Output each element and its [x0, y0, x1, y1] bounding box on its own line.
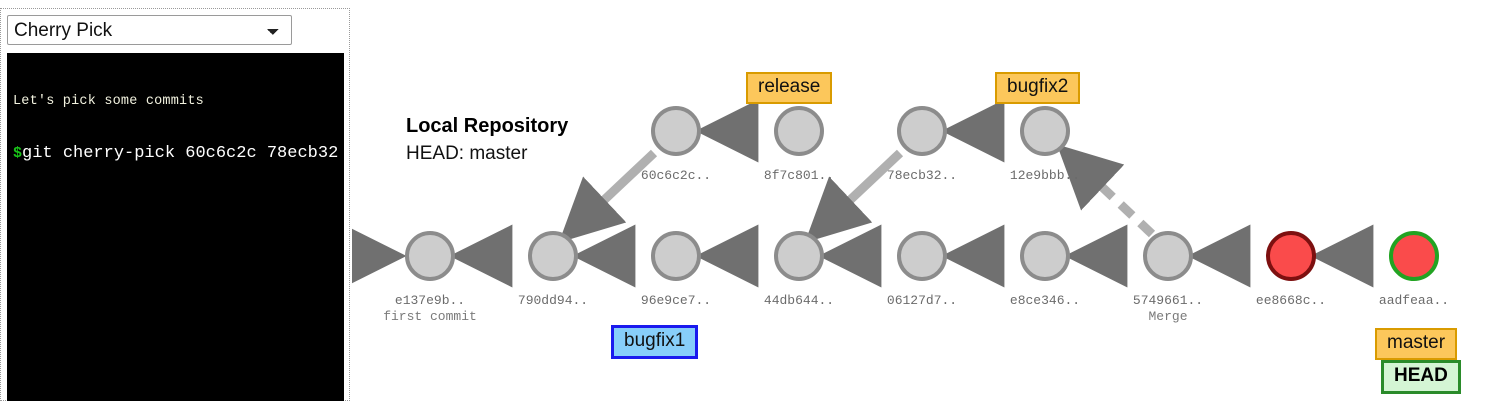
- terminal-command-line: $git cherry-pick 60c6c2c 78ecb32: [13, 144, 340, 164]
- commit-label-e137e9b: e137e9b.. first commit: [355, 293, 505, 326]
- commit-label-78ecb32: 78ecb32..: [847, 168, 997, 184]
- commit-label-aadfeaa: aadfeaa..: [1339, 293, 1487, 309]
- repository-header: Local Repository HEAD: master: [406, 114, 568, 166]
- branch-tag-bugfix1[interactable]: bugfix1: [611, 325, 699, 359]
- terminal-output[interactable]: Let's pick some commits $git cherry-pick…: [7, 53, 344, 401]
- commit-label-e8ce346: e8ce346..: [970, 293, 1120, 309]
- commit-graph: Local Repository HEAD: master e137e9b.. …: [352, 8, 1487, 401]
- commit-label-5749661: 5749661.. Merge: [1093, 293, 1243, 326]
- commit-label-60c6c2c: 60c6c2c..: [601, 168, 751, 184]
- commit-node-e8ce346[interactable]: [1020, 231, 1070, 281]
- branch-tag-release[interactable]: release: [746, 72, 833, 104]
- commit-label-8f7c801: 8f7c801..: [724, 168, 874, 184]
- commit-id: 5749661..: [1132, 293, 1204, 308]
- commit-node-e137e9b[interactable]: [405, 231, 455, 281]
- terminal-prompt: $: [13, 144, 23, 162]
- commit-id: 06127d7..: [886, 293, 958, 308]
- commit-node-96e9ce7[interactable]: [651, 231, 701, 281]
- commit-node-8f7c801[interactable]: [774, 106, 824, 156]
- commit-label-06127d7: 06127d7..: [847, 293, 997, 309]
- commit-id: 12e9bbb..: [1009, 168, 1081, 183]
- commit-label-96e9ce7: 96e9ce7..: [601, 293, 751, 309]
- commit-id: 78ecb32..: [886, 168, 958, 183]
- commit-id: 8f7c801..: [763, 168, 835, 183]
- commit-label-ee8668c: ee8668c..: [1216, 293, 1366, 309]
- commit-id: 44db644..: [763, 293, 835, 308]
- commit-label-790dd94: 790dd94..: [478, 293, 628, 309]
- page-title: Local Repository: [406, 115, 569, 137]
- commit-label-12e9bbb: 12e9bbb..: [970, 168, 1120, 184]
- commit-sublabel: Merge: [1148, 309, 1188, 325]
- terminal-command: git cherry-pick 60c6c2c 78ecb32: [22, 143, 339, 163]
- commit-node-78ecb32[interactable]: [897, 106, 947, 156]
- commit-node-06127d7[interactable]: [897, 231, 947, 281]
- commit-id: 96e9ce7..: [640, 293, 712, 308]
- commit-label-44db644: 44db644..: [724, 293, 874, 309]
- head-tag[interactable]: HEAD: [1381, 360, 1461, 394]
- commit-id: aadfeaa..: [1378, 293, 1450, 308]
- commit-node-12e9bbb[interactable]: [1020, 106, 1070, 156]
- commit-node-aadfeaa[interactable]: [1389, 231, 1439, 281]
- commit-node-790dd94[interactable]: [528, 231, 578, 281]
- graph-edges: [352, 99, 1374, 288]
- commit-node-60c6c2c[interactable]: [651, 106, 701, 156]
- commit-node-5749661[interactable]: [1143, 231, 1193, 281]
- branch-tag-bugfix2[interactable]: bugfix2: [995, 72, 1081, 104]
- branch-tag-master[interactable]: master: [1375, 328, 1458, 360]
- console-panel: Cherry Pick Let's pick some commits $git…: [0, 8, 350, 401]
- terminal-note: Let's pick some commits: [13, 93, 204, 109]
- commit-id: e137e9b..: [394, 293, 466, 308]
- commit-sublabel: first commit: [383, 309, 477, 325]
- commit-id: ee8668c..: [1255, 293, 1327, 308]
- commit-id: e8ce346..: [1009, 293, 1081, 308]
- commit-node-44db644[interactable]: [774, 231, 824, 281]
- mode-select[interactable]: Cherry Pick: [7, 15, 292, 45]
- commit-node-ee8668c[interactable]: [1266, 231, 1316, 281]
- repository-head-label: HEAD: master: [406, 143, 528, 164]
- commit-id: 790dd94..: [517, 293, 589, 308]
- commit-id: 60c6c2c..: [640, 168, 712, 183]
